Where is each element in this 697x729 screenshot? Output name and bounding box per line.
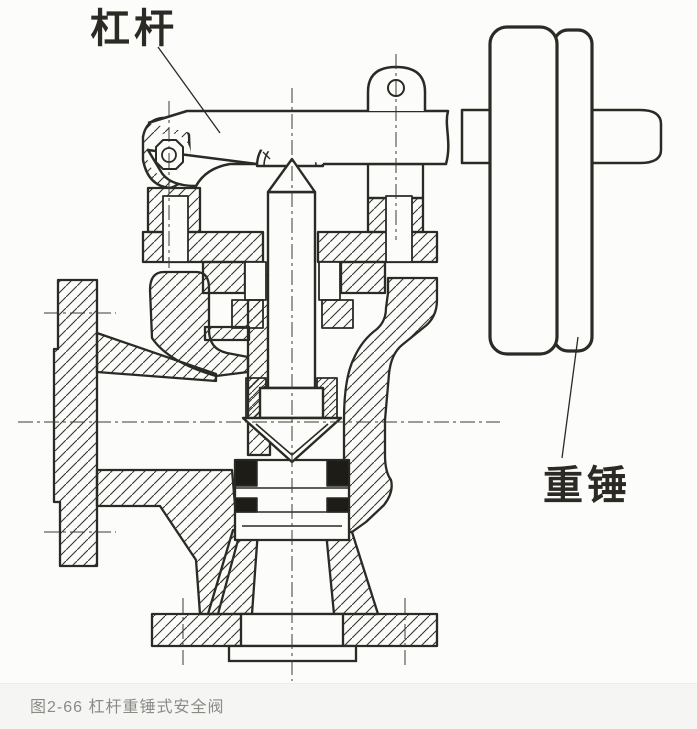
weight-disc-front [488,25,559,356]
gland-wedge-right [321,299,354,329]
flange-bolt-right [385,195,413,263]
bonnet-flange-left [141,230,265,264]
caption-strip [0,683,697,729]
bonnet [141,162,439,419]
weight-leader-line [561,336,579,459]
seat-band-low-left [234,497,258,513]
gland-right [318,261,341,301]
seat-band-top-left [234,459,258,487]
body-left-connector [203,325,251,342]
label-weight: 重锤 [543,462,631,509]
flange-bolt-left [162,195,189,263]
inlet-flange [52,278,99,568]
label-lever: 杠杆 [90,5,178,52]
gland-left [244,261,267,301]
valve-cross-section-drawing: 杠杆 重锤 [18,5,663,681]
seat-band-low-right [326,497,350,513]
lever-leader-line [157,46,221,134]
annotations: 杠杆 重锤 [90,5,631,509]
bonnet-step-right [339,260,387,295]
body-right-wall [324,276,439,534]
weight-disc-rear [552,28,594,353]
figure-caption: 图2-66 杠杆重锤式安全阀 [30,699,225,716]
centerlines [18,54,500,681]
lever-bar [146,109,450,188]
seat-band-top-right [326,459,350,487]
gland-wedge-left [231,299,264,329]
bonnet-step-left [201,260,247,295]
weight-assembly [460,25,663,356]
bonnet-flange-right [316,230,439,264]
